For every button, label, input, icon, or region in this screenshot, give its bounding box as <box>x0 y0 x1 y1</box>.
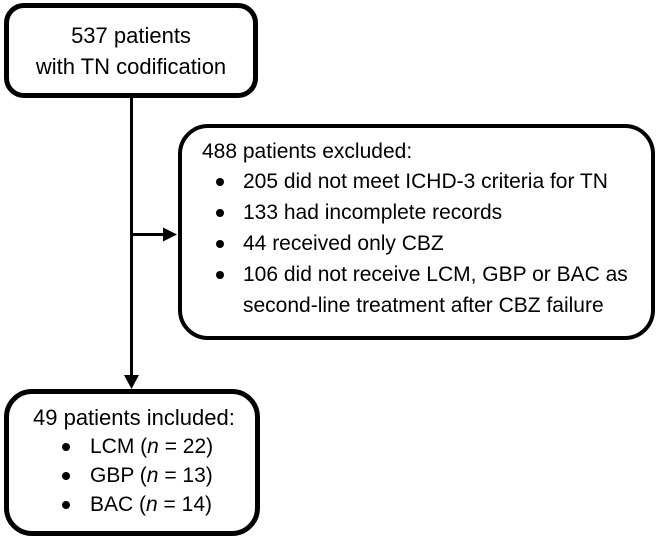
included-item-bac-n: n <box>146 493 158 516</box>
box-total-patients: 537 patients with TN codification <box>4 3 258 98</box>
total-patients-line1: 537 patients <box>71 22 191 48</box>
included-item-bac-suffix: = 14) <box>157 493 212 516</box>
arrow-head-down-icon <box>124 375 139 389</box>
included-item-bac: BAC (n = 14) <box>33 490 255 519</box>
included-item-gbp: GBP (n = 13) <box>33 461 255 490</box>
included-title: 49 patients included: <box>33 405 235 430</box>
included-item-gbp-n: n <box>146 464 159 487</box>
excluded-item-only-cbz: 44 received only CBZ <box>202 228 633 259</box>
excluded-title: 488 patients excluded: <box>202 140 413 163</box>
excluded-list: 205 did not meet ICHD-3 criteria for TN … <box>202 166 633 321</box>
excluded-item-incomplete-records: 133 had incomplete records <box>202 197 633 228</box>
included-item-lcm-prefix: LCM ( <box>90 435 148 458</box>
excluded-item-ichd: 205 did not meet ICHD-3 criteria for TN <box>202 166 633 197</box>
box-included-patients: 49 patients included: LCM (n = 22) GBP (… <box>4 389 260 536</box>
included-item-lcm-suffix: = 22) <box>158 435 214 458</box>
included-item-gbp-prefix: GBP ( <box>90 464 147 487</box>
arrow-head-right-icon <box>163 227 177 242</box>
included-item-gbp-suffix: = 13) <box>158 464 213 487</box>
included-list: LCM (n = 22) GBP (n = 13) BAC (n = 14) <box>33 432 255 519</box>
included-item-lcm-n: n <box>147 435 159 458</box>
included-item-lcm: LCM (n = 22) <box>33 432 255 461</box>
excluded-item-second-line: 106 did not receive LCM, GBP or BAC as s… <box>202 259 633 321</box>
total-patients-line2: with TN codification <box>35 53 227 79</box>
box-excluded-patients: 488 patients excluded: 205 did not meet … <box>178 124 655 340</box>
included-item-bac-prefix: BAC ( <box>90 493 147 516</box>
